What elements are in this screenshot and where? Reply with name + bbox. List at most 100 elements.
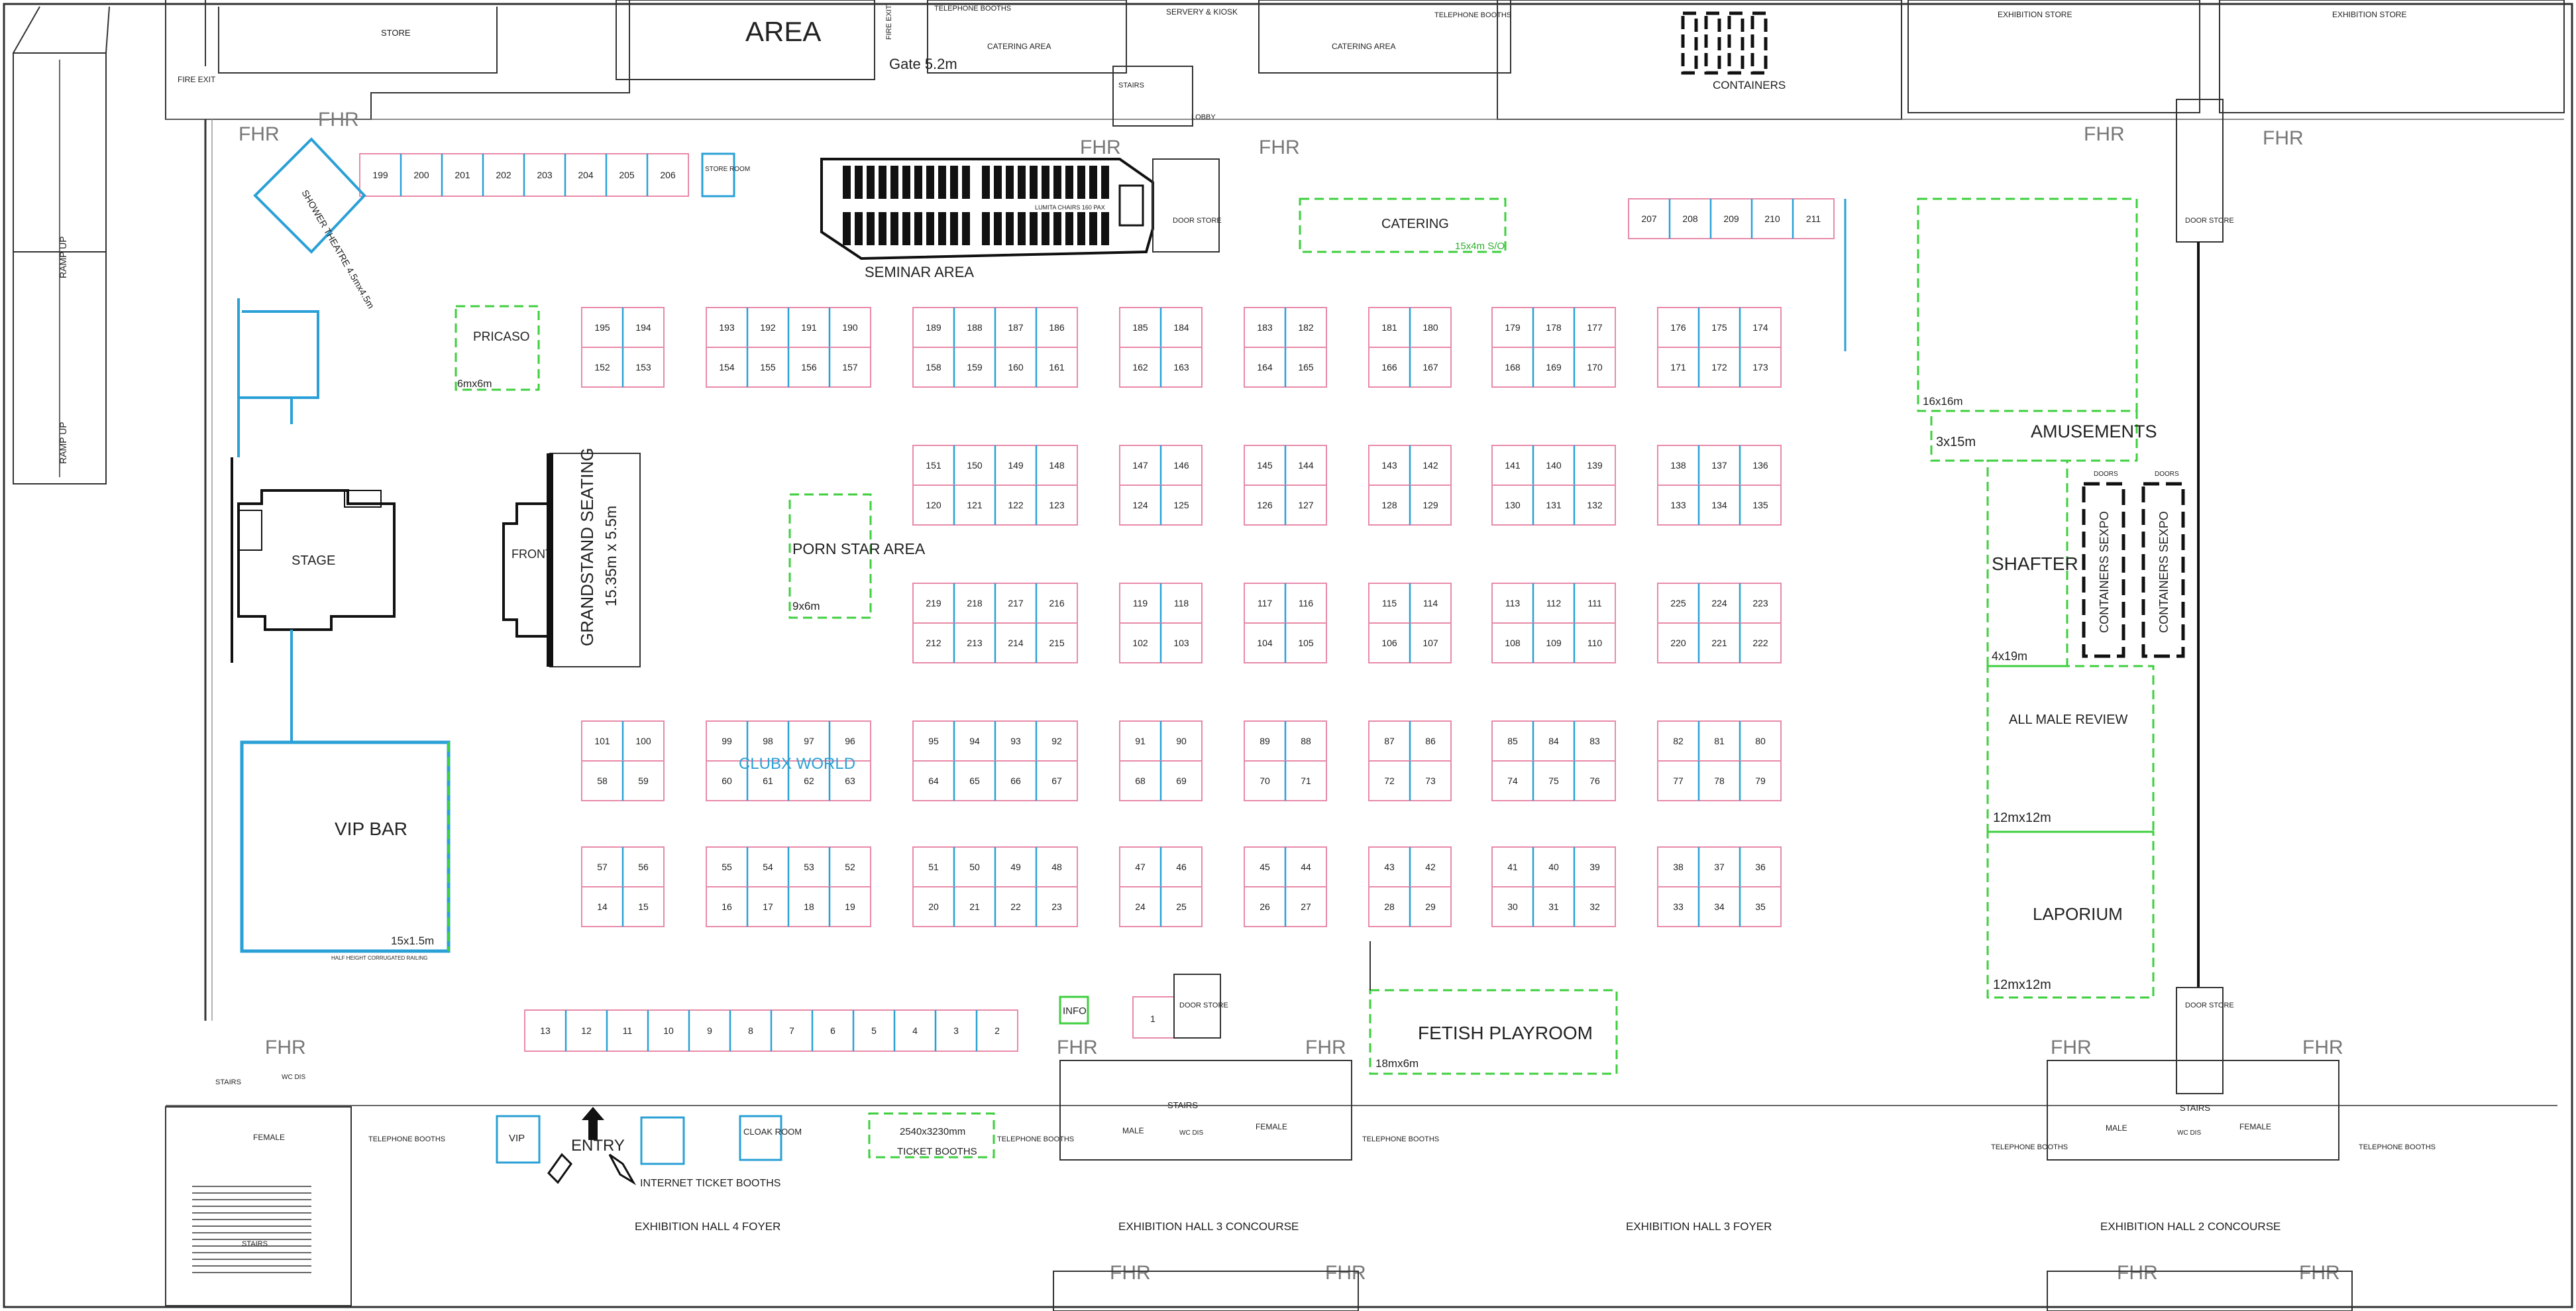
booth-138[interactable] <box>1657 445 1699 486</box>
booth-220[interactable] <box>1657 622 1699 663</box>
booth-202[interactable] <box>482 153 525 197</box>
booth-222[interactable] <box>1739 622 1782 663</box>
booth-5[interactable] <box>853 1009 895 1052</box>
booth-209[interactable] <box>1710 198 1752 239</box>
booth-132[interactable] <box>1574 484 1616 526</box>
booth-60[interactable] <box>706 760 748 801</box>
booth-83[interactable] <box>1574 720 1616 762</box>
booth-102[interactable] <box>1119 622 1161 663</box>
booth-119[interactable] <box>1119 583 1161 624</box>
booth-148[interactable] <box>1036 445 1078 486</box>
booth-26[interactable] <box>1244 886 1286 927</box>
booth-130[interactable] <box>1491 484 1534 526</box>
booth-214[interactable] <box>994 622 1037 663</box>
booth-75[interactable] <box>1532 760 1575 801</box>
booth-105[interactable] <box>1285 622 1327 663</box>
booth-155[interactable] <box>747 347 789 388</box>
booth-173[interactable] <box>1739 347 1782 388</box>
booth-77[interactable] <box>1657 760 1699 801</box>
booth-158[interactable] <box>912 347 955 388</box>
booth-167[interactable] <box>1409 347 1452 388</box>
booth-107[interactable] <box>1409 622 1452 663</box>
booth-110[interactable] <box>1574 622 1616 663</box>
booth-221[interactable] <box>1698 622 1741 663</box>
booth-190[interactable] <box>829 307 871 348</box>
booth-151[interactable] <box>912 445 955 486</box>
booth-108[interactable] <box>1491 622 1534 663</box>
booth-74[interactable] <box>1491 760 1534 801</box>
booth-72[interactable] <box>1368 760 1411 801</box>
booth-139[interactable] <box>1574 445 1616 486</box>
booth-3[interactable] <box>935 1009 977 1052</box>
booth-143[interactable] <box>1368 445 1411 486</box>
booth-82[interactable] <box>1657 720 1699 762</box>
booth-224[interactable] <box>1698 583 1741 624</box>
booth-152[interactable] <box>581 347 623 388</box>
booth-58[interactable] <box>581 760 623 801</box>
booth-35[interactable] <box>1739 886 1782 927</box>
booth-129[interactable] <box>1409 484 1452 526</box>
booth-84[interactable] <box>1532 720 1575 762</box>
booth-67[interactable] <box>1036 760 1078 801</box>
cloak-room-box[interactable] <box>739 1115 782 1161</box>
booth-47[interactable] <box>1119 846 1161 887</box>
booth-96[interactable] <box>829 720 871 762</box>
booth-64[interactable] <box>912 760 955 801</box>
booth-185[interactable] <box>1119 307 1161 348</box>
booth-207[interactable] <box>1628 198 1670 239</box>
booth-69[interactable] <box>1160 760 1203 801</box>
booth-124[interactable] <box>1119 484 1161 526</box>
booth-184[interactable] <box>1160 307 1203 348</box>
booth-183[interactable] <box>1244 307 1286 348</box>
booth-62[interactable] <box>788 760 830 801</box>
booth-13[interactable] <box>524 1009 566 1052</box>
booth-203[interactable] <box>523 153 566 197</box>
booth-11[interactable] <box>606 1009 649 1052</box>
booth-30[interactable] <box>1491 886 1534 927</box>
booth-128[interactable] <box>1368 484 1411 526</box>
vip-booth[interactable] <box>496 1115 541 1164</box>
booth-176[interactable] <box>1657 307 1699 348</box>
booth-9[interactable] <box>688 1009 731 1052</box>
booth-225[interactable] <box>1657 583 1699 624</box>
ticket-booths-zone[interactable] <box>868 1112 995 1159</box>
booth-103[interactable] <box>1160 622 1203 663</box>
booth-52[interactable] <box>829 846 871 887</box>
booth-211[interactable] <box>1792 198 1835 239</box>
booth-144[interactable] <box>1285 445 1327 486</box>
booth-53[interactable] <box>788 846 830 887</box>
booth-59[interactable] <box>622 760 665 801</box>
booth-210[interactable] <box>1751 198 1794 239</box>
booth-109[interactable] <box>1532 622 1575 663</box>
booth-118[interactable] <box>1160 583 1203 624</box>
booth-166[interactable] <box>1368 347 1411 388</box>
booth-177[interactable] <box>1574 307 1616 348</box>
booth-117[interactable] <box>1244 583 1286 624</box>
booth-15[interactable] <box>622 886 665 927</box>
booth-80[interactable] <box>1739 720 1782 762</box>
booth-68[interactable] <box>1119 760 1161 801</box>
booth-63[interactable] <box>829 760 871 801</box>
booth-194[interactable] <box>622 307 665 348</box>
booth-206[interactable] <box>647 153 689 197</box>
info-booth[interactable] <box>1059 996 1089 1025</box>
booth-181[interactable] <box>1368 307 1411 348</box>
booth-48[interactable] <box>1036 846 1078 887</box>
booth-114[interactable] <box>1409 583 1452 624</box>
booth-126[interactable] <box>1244 484 1286 526</box>
booth-19[interactable] <box>829 886 871 927</box>
booth-81[interactable] <box>1698 720 1741 762</box>
booth-131[interactable] <box>1532 484 1575 526</box>
booth-91[interactable] <box>1119 720 1161 762</box>
booth-12[interactable] <box>565 1009 608 1052</box>
booth-42[interactable] <box>1409 846 1452 887</box>
booth-1[interactable] <box>1132 996 1175 1039</box>
booth-162[interactable] <box>1119 347 1161 388</box>
booth-164[interactable] <box>1244 347 1286 388</box>
booth-17[interactable] <box>747 886 789 927</box>
booth-201[interactable] <box>441 153 484 197</box>
booth-134[interactable] <box>1698 484 1741 526</box>
booth-205[interactable] <box>606 153 648 197</box>
booth-23[interactable] <box>1036 886 1078 927</box>
booth-104[interactable] <box>1244 622 1286 663</box>
